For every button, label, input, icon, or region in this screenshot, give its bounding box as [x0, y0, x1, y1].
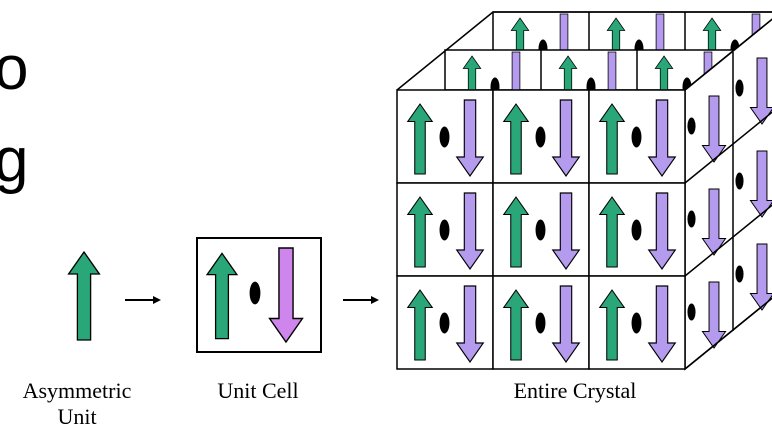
twofold-axis-icon: [631, 219, 642, 241]
twofold-axis-icon: [535, 312, 546, 334]
twofold-axis-icon: [439, 312, 450, 334]
crystal-back-rows: [444, 11, 772, 107]
twofold-axis-icon: [535, 219, 546, 241]
crystal-lattice: [396, 11, 772, 371]
twofold-axis-icon: [735, 79, 744, 97]
crystal-side-face: [684, 18, 772, 371]
unit-cell-caption: Unit Cell: [217, 378, 299, 403]
twofold-axis-icon: [735, 265, 744, 283]
twofold-axis-icon: [631, 126, 642, 148]
asymmetric-unit: [67, 251, 101, 341]
crystal-front-face: [396, 89, 686, 370]
twofold-axis-icon: [687, 210, 696, 228]
right-arrow-icon: [343, 296, 379, 304]
crystal-back-row: [492, 11, 772, 53]
twofold-axis-icon: [535, 126, 546, 148]
up-arrow-icon: [67, 251, 101, 341]
entire-crystal-caption: Entire Crystal: [513, 378, 637, 403]
twofold-axis-icon: [439, 126, 450, 148]
clipped-text-line-2: g: [0, 126, 29, 195]
twofold-axis-icon: [687, 303, 696, 321]
twofold-axis-icon: [249, 281, 261, 305]
twofold-axis-icon: [439, 219, 450, 241]
twofold-axis-icon: [735, 172, 744, 190]
twofold-axis-icon: [687, 117, 696, 135]
unit-cell: [196, 237, 322, 353]
twofold-axis-icon: [631, 312, 642, 334]
clipped-text-line-1: o: [0, 34, 29, 103]
right-arrow-icon: [125, 296, 161, 304]
crystal-edges: [396, 11, 772, 370]
asymmetric-unit-caption: Asymmetric Unit: [22, 378, 132, 429]
